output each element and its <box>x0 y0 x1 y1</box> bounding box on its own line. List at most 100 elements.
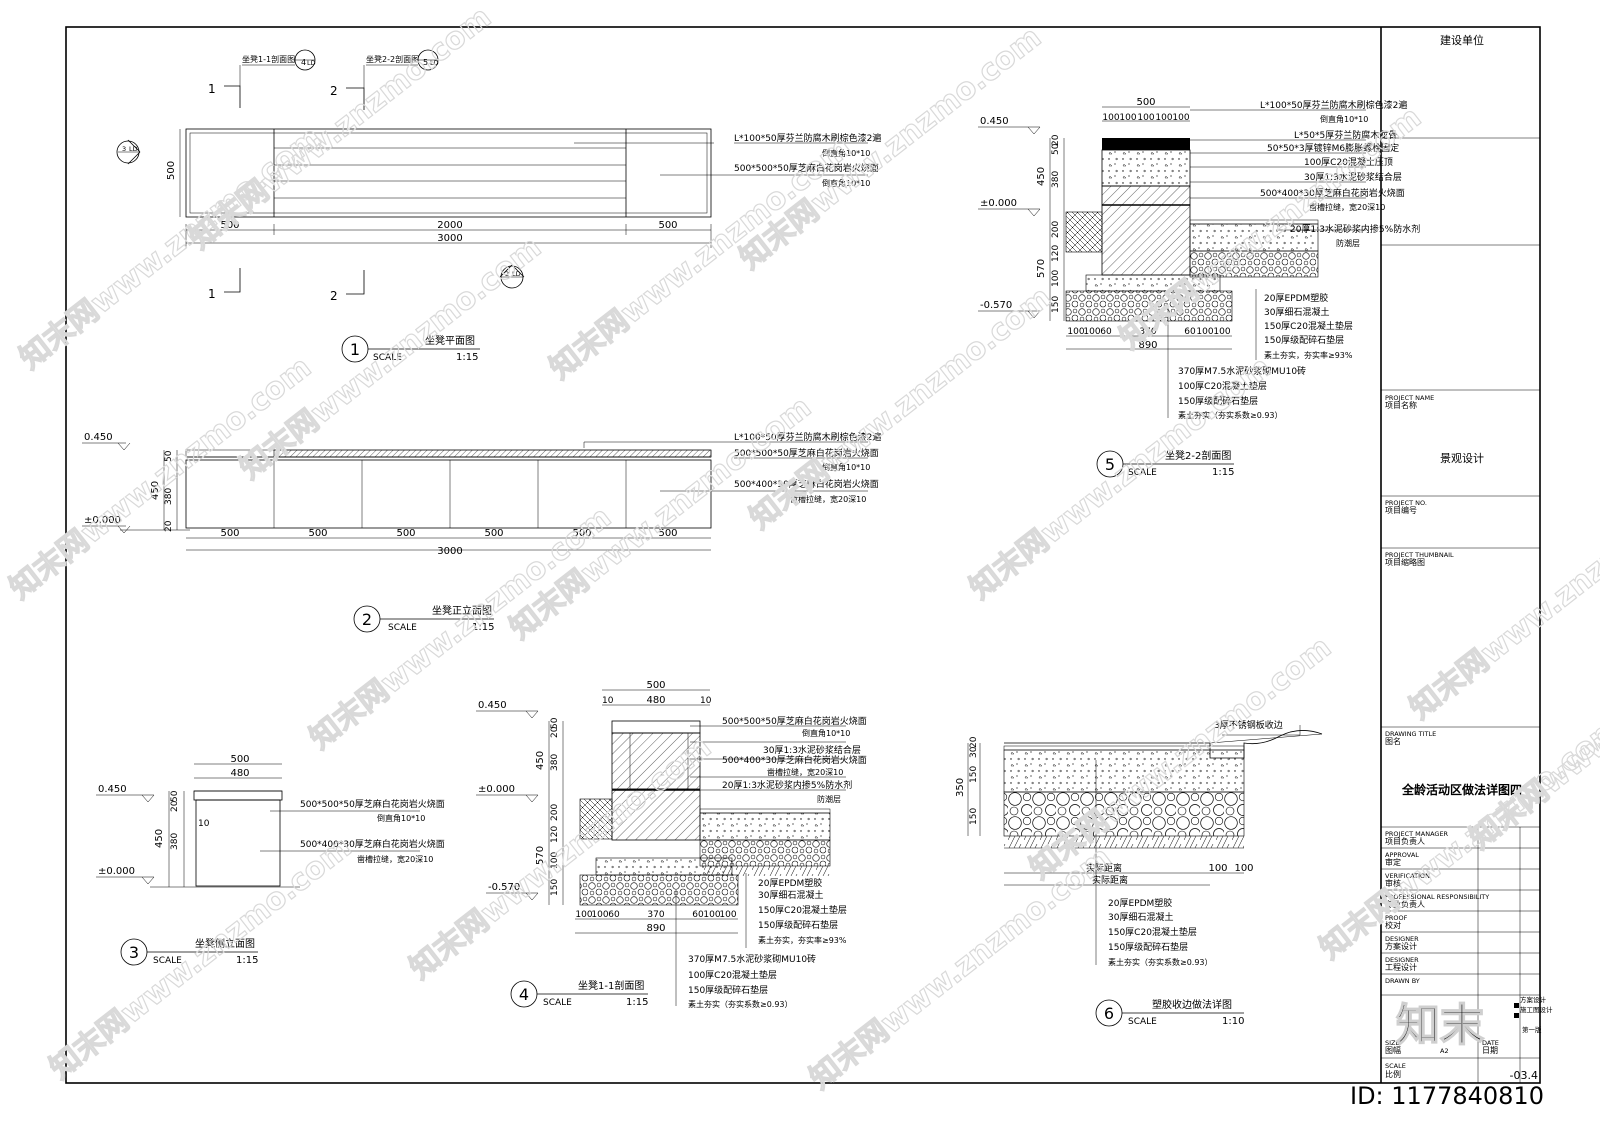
svg-text:30厚1:3水泥砂浆结合层: 30厚1:3水泥砂浆结合层 <box>763 744 861 756</box>
svg-text:100: 100 <box>1119 113 1136 123</box>
role-label-cn: 专业负责人 <box>1385 899 1425 909</box>
svg-text:380: 380 <box>170 833 180 850</box>
svg-text:图幅: 图幅 <box>1385 1045 1401 1055</box>
svg-text:倒直角10*10: 倒直角10*10 <box>802 728 850 738</box>
svg-text:防潮层: 防潮层 <box>1336 238 1360 248</box>
detail-5-section-2-2: 0.450 ±0.000 -0.570 20 50 380 200 120 10… <box>978 97 1420 478</box>
svg-text:3000: 3000 <box>437 233 462 244</box>
svg-text:第一版: 第一版 <box>1522 1025 1542 1034</box>
svg-text:100: 100 <box>1051 270 1061 287</box>
role-label-en: APPROVAL <box>1385 851 1419 859</box>
svg-text:450: 450 <box>535 751 546 770</box>
svg-text:500: 500 <box>658 220 677 231</box>
svg-text:防潮层: 防潮层 <box>817 794 841 804</box>
project-name: 景观设计 <box>1440 452 1484 465</box>
svg-text:0.450: 0.450 <box>478 700 507 711</box>
role-label-en: VERIFICATION <box>1385 872 1430 880</box>
svg-text:20厚EPDM塑胶: 20厚EPDM塑胶 <box>758 877 822 889</box>
svg-text:LD: LD <box>307 59 316 67</box>
svg-text:370: 370 <box>1139 327 1156 337</box>
svg-text:6: 6 <box>1104 1004 1114 1023</box>
svg-text:370: 370 <box>647 910 664 920</box>
svg-text:60: 60 <box>1100 327 1112 337</box>
svg-text:1: 1 <box>208 287 216 301</box>
role-label-cn: 项目负责人 <box>1385 836 1425 846</box>
svg-text:1:15: 1:15 <box>456 352 478 363</box>
svg-text:370厚M7.5水泥砂浆砌MU10砖: 370厚M7.5水泥砂浆砌MU10砖 <box>1178 365 1306 377</box>
svg-text:500*400*30厚芝麻白花岗岩火烧面: 500*400*30厚芝麻白花岗岩火烧面 <box>734 478 879 490</box>
svg-text:-0.570: -0.570 <box>488 882 520 893</box>
svg-text:凿槽拉缝，宽20深10: 凿槽拉缝，宽20深10 <box>790 494 866 504</box>
svg-text:150: 150 <box>550 879 560 896</box>
svg-text:150厚级配碎石垫层: 150厚级配碎石垫层 <box>1178 395 1258 407</box>
svg-text:20厚1:3水泥砂浆内掺5%防水剂: 20厚1:3水泥砂浆内掺5%防水剂 <box>722 779 852 791</box>
svg-text:100: 100 <box>1234 863 1253 874</box>
svg-text:380: 380 <box>550 754 560 771</box>
svg-text:SCALE: SCALE <box>1128 468 1157 478</box>
svg-text:倒直角10*10: 倒直角10*10 <box>1320 114 1368 124</box>
svg-text:30厚细石混凝土: 30厚细石混凝土 <box>1108 911 1173 923</box>
svg-text:施工图设计: 施工图设计 <box>1520 1005 1553 1014</box>
svg-text:2: 2 <box>362 610 372 629</box>
svg-text:60: 60 <box>608 910 620 920</box>
svg-text:素土夯实（夯实系数≥0.93）: 素土夯实（夯实系数≥0.93） <box>1108 957 1213 967</box>
sheet-border <box>65 26 1541 1084</box>
svg-text:图名: 图名 <box>1385 736 1401 746</box>
watermark-text: 知末网www.znzmo.com <box>233 230 548 487</box>
svg-text:1:15: 1:15 <box>472 622 494 633</box>
svg-text:100厚C20混凝土垫层: 100厚C20混凝土垫层 <box>1178 380 1267 392</box>
svg-text:50: 50 <box>164 450 174 462</box>
svg-text:50: 50 <box>550 717 560 729</box>
svg-text:-0.570: -0.570 <box>980 300 1012 311</box>
svg-text:150厚级配碎石垫层: 150厚级配碎石垫层 <box>1108 941 1188 953</box>
svg-text:450: 450 <box>154 829 165 848</box>
svg-text:100: 100 <box>1172 113 1189 123</box>
svg-text:凿槽拉缝，宽20深10: 凿槽拉缝，宽20深10 <box>767 767 843 777</box>
svg-text:素土夯实，夯实率≥93%: 素土夯实，夯实率≥93% <box>1264 350 1353 360</box>
role-label-en: DRAWN BY <box>1385 977 1420 985</box>
svg-text:500: 500 <box>1136 97 1155 108</box>
role-label-en: PROFESSIONAL RESPONSIBILITY <box>1385 893 1489 901</box>
svg-text:LD: LD <box>430 59 439 67</box>
svg-text:3000: 3000 <box>437 546 462 557</box>
sheet-number: -03.4 <box>1510 1069 1538 1082</box>
svg-text:4: 4 <box>301 58 306 67</box>
svg-text:0.450: 0.450 <box>980 116 1009 127</box>
watermark-logo: 知末 <box>1396 1000 1484 1051</box>
svg-text:SCALE: SCALE <box>153 956 182 966</box>
svg-text:SCALE: SCALE <box>373 353 402 363</box>
svg-text:500: 500 <box>230 754 249 765</box>
role-label-cn: 方案设计 <box>1385 941 1417 951</box>
detail-4-section-1-1: 0.450 ±0.000 -0.570 50 20 380 200 120 10… <box>476 680 867 1009</box>
role-label-cn: 工程设计 <box>1385 962 1417 972</box>
role-label-en: PROOF <box>1385 914 1408 922</box>
svg-text:450: 450 <box>150 481 161 500</box>
svg-text:PROJECT NO.: PROJECT NO. <box>1385 499 1427 507</box>
svg-text:20: 20 <box>164 520 174 532</box>
svg-text:100厚C20混凝土压顶: 100厚C20混凝土压顶 <box>1304 156 1393 168</box>
svg-text:比例: 比例 <box>1385 1069 1401 1079</box>
detail-5-title: 坐凳2-2剖面图 <box>1165 449 1231 462</box>
svg-text:120: 120 <box>550 826 560 843</box>
svg-text:60: 60 <box>1184 327 1196 337</box>
detail-6-title: 塑胶收边做法详图 <box>1152 998 1232 1011</box>
svg-text:20厚EPDM塑胶: 20厚EPDM塑胶 <box>1264 292 1328 304</box>
watermark-text: 知末网www.znzmo.com <box>43 830 358 1087</box>
detail-3-title: 坐凳侧立面图 <box>195 937 255 950</box>
svg-text:480: 480 <box>230 768 249 779</box>
svg-text:200: 200 <box>550 804 560 821</box>
svg-text:20: 20 <box>969 736 979 748</box>
svg-text:坐凳2-2剖面图: 坐凳2-2剖面图 <box>366 54 419 64</box>
svg-text:890: 890 <box>1138 340 1157 351</box>
role-label-en: PROJECT MANAGER <box>1385 830 1449 838</box>
svg-text:DRAWING TITLE: DRAWING TITLE <box>1385 730 1436 738</box>
svg-text:20: 20 <box>550 726 560 738</box>
svg-text:350: 350 <box>955 778 966 797</box>
svg-text:1:10: 1:10 <box>1222 1016 1244 1027</box>
svg-text:500*400*30厚芝麻白花岗岩火烧面: 500*400*30厚芝麻白花岗岩火烧面 <box>300 838 445 850</box>
svg-text:0.450: 0.450 <box>84 432 113 443</box>
detail-1-title: 坐凳平面图 <box>425 335 475 347</box>
svg-text:项目缩略图: 项目缩略图 <box>1385 557 1425 567</box>
svg-text:100: 100 <box>703 910 720 920</box>
